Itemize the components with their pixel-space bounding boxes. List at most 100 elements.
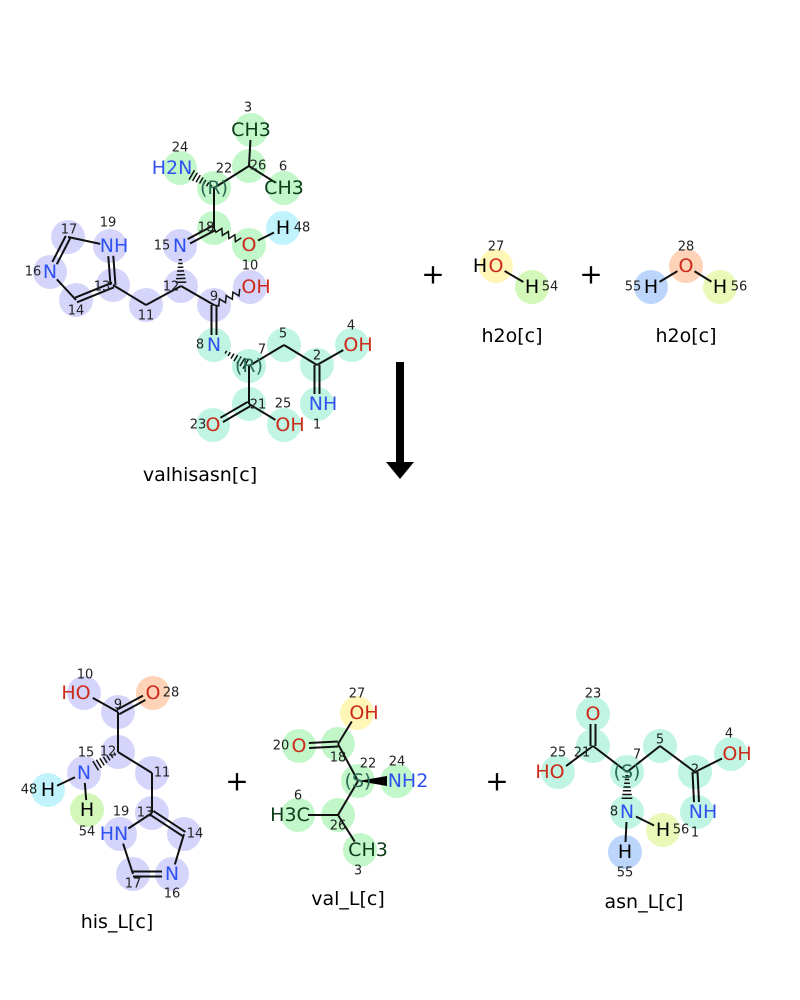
bond <box>308 740 339 749</box>
atom-label: O <box>489 255 504 277</box>
atom-number: 25 <box>275 397 292 412</box>
atom-label: N <box>77 762 91 784</box>
bond <box>635 815 655 827</box>
bond <box>175 258 187 284</box>
bond <box>180 285 215 306</box>
bond <box>565 745 594 767</box>
atom-number: 22 <box>360 757 377 772</box>
atom-number: 25 <box>550 746 567 761</box>
atom-label: H <box>41 779 55 801</box>
bond <box>210 305 218 335</box>
bond <box>188 169 213 188</box>
atom-number: 19 <box>100 216 117 231</box>
atom-number: 19 <box>113 805 130 820</box>
atom-highlight <box>610 795 644 829</box>
bond <box>248 344 285 367</box>
bond <box>213 288 241 307</box>
atom-label: O <box>586 703 601 725</box>
atom-label: H <box>644 276 658 298</box>
atom-highlight <box>267 171 301 205</box>
atom-highlight <box>340 696 374 730</box>
atom-number: 14 <box>68 304 85 319</box>
atom-highlight <box>155 857 189 891</box>
atom-label: H2N <box>152 157 193 179</box>
atom-label: CH3 <box>264 177 304 199</box>
bond <box>626 745 661 773</box>
molecule-name-valhisasn: valhisasn[c] <box>143 464 257 486</box>
bond <box>337 743 359 782</box>
atom-highlight <box>93 229 127 263</box>
bond <box>248 403 276 421</box>
atom-number: 5 <box>279 327 287 342</box>
atom-number: 54 <box>542 280 559 295</box>
atom-label: H <box>80 799 94 821</box>
atom-highlight <box>67 676 101 710</box>
atom-number: 55 <box>617 866 634 881</box>
atom-number: 12 <box>163 280 180 295</box>
bond <box>693 270 713 283</box>
bond <box>56 278 77 301</box>
atom-label: NH <box>309 393 338 415</box>
bond <box>624 821 628 843</box>
bond <box>122 843 134 875</box>
atom-highlight <box>608 835 642 869</box>
bond <box>257 231 275 242</box>
atom-label: O <box>679 255 694 277</box>
atom-number: 1 <box>313 418 321 433</box>
atom-highlight <box>300 387 334 421</box>
atom-number: 2 <box>313 349 321 364</box>
atom-label: N <box>43 261 57 283</box>
atom-label: OH <box>349 702 378 724</box>
atom-label: N <box>173 235 187 257</box>
atom-number: 4 <box>725 727 733 742</box>
atom-highlight <box>576 697 610 731</box>
atom-number: 48 <box>294 221 311 236</box>
bond <box>127 812 153 830</box>
bond <box>173 833 185 865</box>
atom-label: HN <box>100 823 129 845</box>
plus-sign: + <box>421 258 444 291</box>
bond <box>187 224 216 245</box>
atom-label: N <box>620 801 634 823</box>
atom-label: O <box>146 682 161 704</box>
bond <box>589 724 597 746</box>
atom-number: 11 <box>138 309 155 324</box>
bond <box>224 350 250 370</box>
bond <box>67 236 101 245</box>
bond <box>107 255 117 286</box>
plus-sign: + <box>225 765 248 798</box>
atom-highlight <box>634 270 668 304</box>
atom-number: 28 <box>678 240 695 255</box>
bond-layer <box>51 139 723 878</box>
molecule-name-his-l: his_L[c] <box>81 911 154 933</box>
atom-number: 11 <box>154 766 171 781</box>
atom-number: 20 <box>273 739 290 754</box>
atom-number: 3 <box>354 864 362 879</box>
atom-number: 10 <box>77 668 94 683</box>
atom-number: 56 <box>673 823 690 838</box>
atom-number: 28 <box>163 686 180 701</box>
atom-highlight <box>234 113 268 147</box>
atom-number: 17 <box>61 223 78 238</box>
atom-label: N <box>165 863 179 885</box>
atom-label: OH <box>343 334 372 356</box>
atom-highlight <box>335 328 369 362</box>
atom-label: O <box>206 414 221 436</box>
bond <box>51 235 72 265</box>
atom-label: NH2 <box>388 770 429 792</box>
atom-label: H <box>656 819 670 841</box>
bond <box>694 757 723 773</box>
bond <box>691 771 700 803</box>
atom-highlight <box>197 328 231 362</box>
atom-highlight <box>380 764 414 798</box>
bond <box>213 227 242 244</box>
atom-number: 16 <box>164 887 181 902</box>
atom-number: 18 <box>330 751 347 766</box>
atom-label: HO <box>61 682 90 704</box>
atom-label: OH <box>722 743 751 765</box>
atom-highlight <box>103 817 137 851</box>
atom-number: 21 <box>250 398 267 413</box>
atom-number: 23 <box>190 418 207 433</box>
atom-label: (R) <box>235 355 263 377</box>
